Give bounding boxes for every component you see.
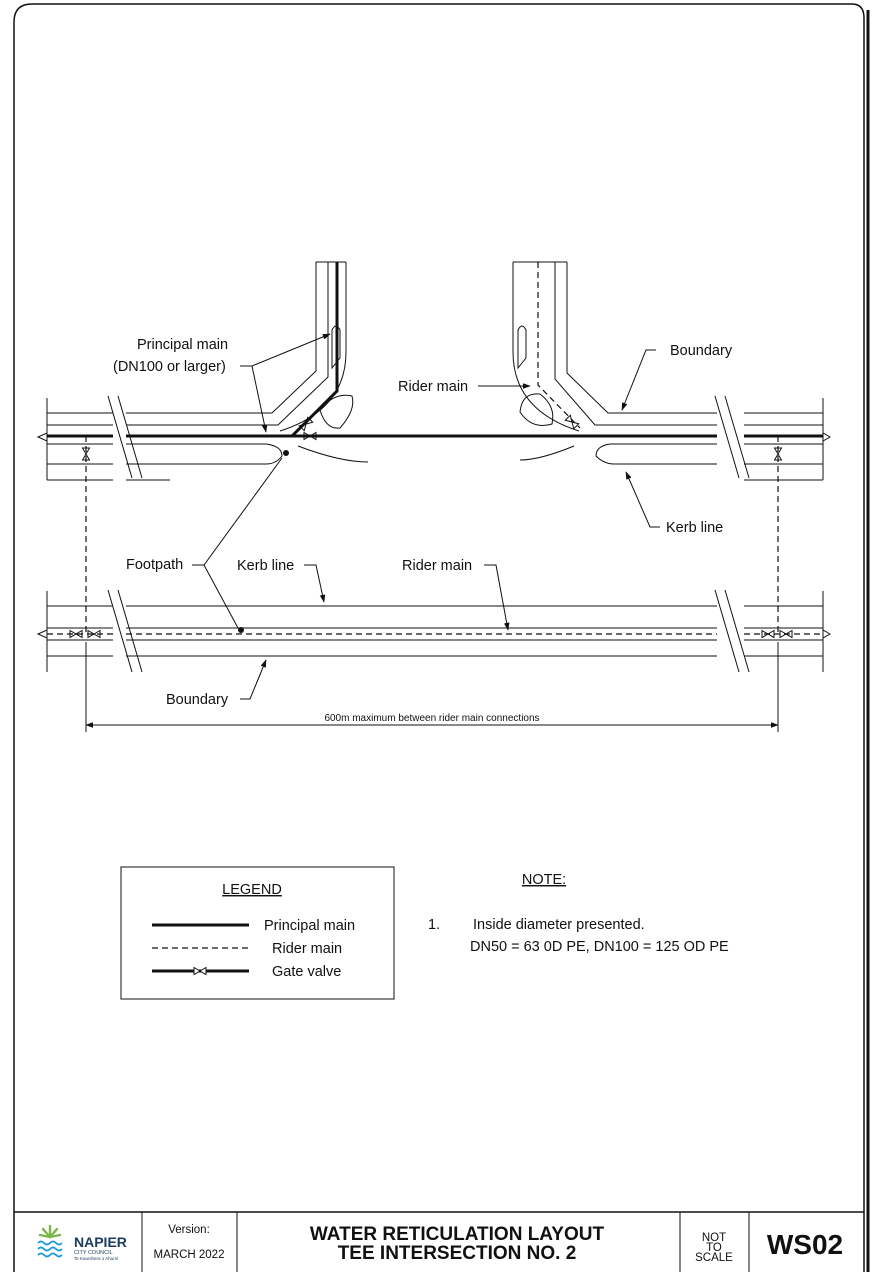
label-kerb-line-left: Kerb line (237, 558, 294, 574)
logo-waves-icon (37, 1240, 63, 1258)
legend-item-rider-main: Rider main (272, 941, 342, 957)
drawing-title-line-1: WATER RETICULATION LAYOUT (310, 1224, 605, 1245)
label-principal-main: Principal main (137, 337, 228, 353)
principal-main-pipe (47, 262, 823, 438)
version-date: MARCH 2022 (154, 1249, 225, 1261)
legend-title: LEGEND (222, 882, 282, 898)
logo-name: NAPIER (74, 1234, 127, 1250)
rider-main-pipe-top (85, 262, 779, 636)
logo-tagline: Te Kaunihera o Ahuriri (74, 1256, 118, 1261)
note-number: 1. (428, 917, 440, 933)
dimension-text: 600m maximum between rider main connecti… (324, 713, 539, 724)
label-boundary-top: Boundary (670, 343, 733, 359)
label-principal-main-size: (DN100 or larger) (113, 359, 226, 375)
dimension-line (85, 642, 779, 732)
title-block (14, 1211, 864, 1272)
legend-item-gate-valve: Gate valve (272, 964, 341, 980)
note-title: NOTE: (522, 872, 566, 888)
version-label: Version: (168, 1224, 210, 1236)
scale-line-3: SCALE (695, 1252, 733, 1264)
scale-line-1: NOT (702, 1232, 726, 1244)
leader-lines (192, 333, 660, 700)
label-kerb-line-right: Kerb line (666, 520, 723, 536)
label-rider-main-mid: Rider main (402, 558, 472, 574)
label-boundary-bottom: Boundary (166, 692, 229, 708)
logo-leaf-icon (38, 1224, 62, 1239)
note-line-1: Inside diameter presented. (473, 917, 645, 933)
lower-street (36, 589, 832, 673)
legend-item-principal-main: Principal main (264, 918, 355, 934)
legend-box: LEGEND Principal main Rider main Gate va… (120, 866, 395, 1000)
drawing-title-line-2: TEE INTERSECTION NO. 2 (338, 1243, 577, 1264)
label-footpath: Footpath (126, 557, 183, 573)
drawing-code: WS02 (767, 1229, 843, 1260)
label-rider-main-top: Rider main (398, 379, 468, 395)
note-line-2: DN50 = 63 0D PE, DN100 = 125 OD PE (470, 939, 729, 955)
note-block: NOTE: 1. Inside diameter presented. DN50… (428, 872, 729, 955)
sheet-border (13, 3, 865, 1272)
napier-logo: NAPIER CITY COUNCIL Te Kaunihera o Ahuri… (37, 1224, 127, 1261)
scale-line-2: TO (706, 1242, 722, 1254)
logo-subtitle: CITY COUNCIL (74, 1250, 113, 1256)
